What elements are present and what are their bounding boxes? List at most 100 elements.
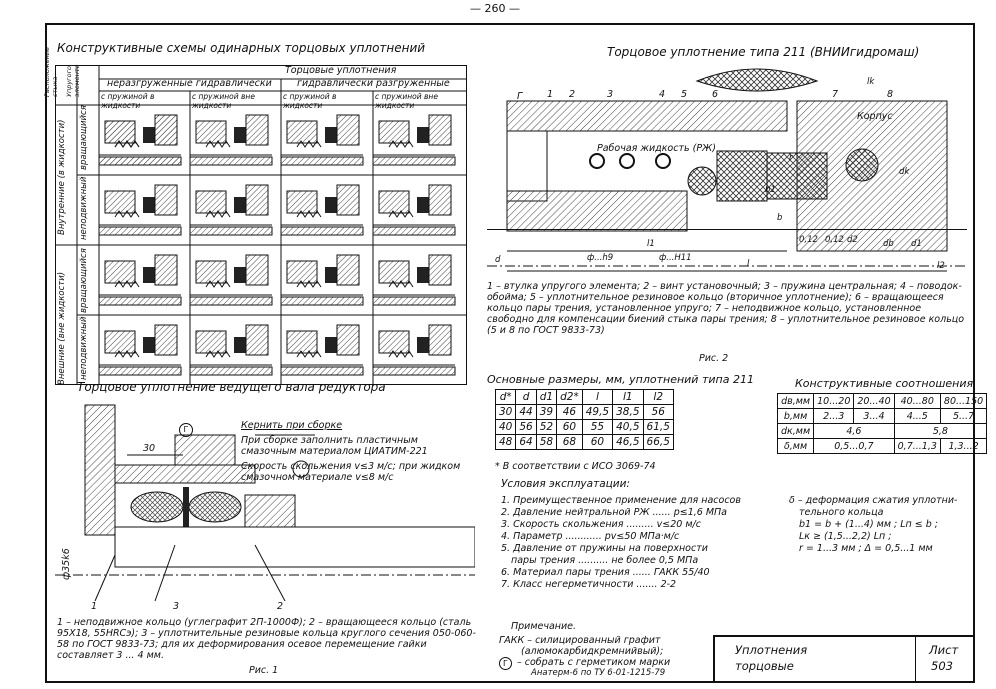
list-item: r = 1...3 мм ; Δ = 0,5...1 мм — [799, 543, 933, 554]
dims-cell: 61,5 — [642, 419, 674, 435]
seal211-dim-b1: b1 — [765, 185, 776, 195]
gearbox-dim-30: 30 — [143, 443, 156, 454]
schemes-grid — [55, 65, 467, 385]
group-balanced: гидравлически разгруженные — [297, 78, 450, 89]
conditions-title: Условия эксплуатации: — [501, 478, 630, 490]
seal211-dim-012a: 0,12 — [799, 235, 818, 245]
seal211-dim-h9: ф...h9 — [587, 253, 614, 263]
list-item: 1. Преимущественное применение для насос… — [501, 495, 741, 506]
seal211-dim-d1: d1 — [911, 239, 922, 249]
notes-mark: Г — [499, 657, 512, 670]
row-group-inner: Внутренние (в жидкости) — [57, 119, 67, 235]
ratios-cell: 10...20 — [813, 393, 855, 409]
list-item: тельного кольца — [799, 507, 884, 518]
gearbox-legend: 1 – неподвижное кольцо (углеграфит 2П-10… — [57, 617, 476, 661]
seal211-title: Торцовое уплотнение типа 211 (ВНИИгидром… — [607, 45, 920, 59]
ratios-cell: δ,мм — [776, 438, 815, 454]
seal211-body: Корпус — [857, 111, 893, 122]
dims-cell: 60 — [556, 419, 583, 435]
list-item: 3. Скорость скольжения ......... v≤20 м/… — [501, 519, 701, 530]
seal211-label-4: 4 — [659, 89, 666, 100]
dims-title: Основные размеры, мм, уплотнений типа 21… — [487, 373, 754, 386]
seal211-dim-l: l — [747, 259, 750, 269]
dims-cell: 39 — [535, 404, 558, 420]
group-unbalanced: неразгруженные гидравлически — [107, 78, 272, 89]
dims-header: l2 — [642, 389, 674, 405]
dims-cell: 64 — [515, 434, 537, 450]
conditions-list: 1. Преимущественное применение для насос… — [501, 495, 741, 591]
dims-cell: 58 — [535, 434, 558, 450]
notes-title: Примечание. — [511, 621, 577, 632]
dims-cell: 56 — [642, 404, 674, 420]
ratios-cell: dк,мм — [776, 423, 815, 439]
col-spring-in-2: с пружиной в жидкости — [283, 92, 337, 110]
seal211-dim-d2: d2 — [847, 235, 858, 245]
col-spring-in-1: с пружиной в жидкости — [101, 92, 155, 110]
notes-line4: Анатерм-6 по ТУ 6-01-1215-79 — [531, 668, 666, 678]
page-number: — 260 — — [470, 2, 520, 15]
seal211-drawing — [487, 68, 967, 272]
dims-footnote: * В соответствии с ИСО 3069-74 — [495, 461, 656, 472]
seal211-dim-b: b — [777, 213, 783, 223]
gearbox-dim-shaft: ф35k6 — [61, 548, 72, 580]
ratios-cell: 4...5 — [893, 408, 941, 424]
ratios-title: Конструктивные соотношения — [795, 377, 974, 390]
ratios-cell: 20...40 — [853, 393, 895, 409]
row-group-outer: Внешние (вне жидкости) — [57, 271, 67, 385]
dims-table: d* d d1 d2* l l1 l2 30 44 39 46 49,5 38,… — [494, 389, 674, 450]
ratios-cell: 80...150 — [939, 393, 988, 409]
seal211-label-6: 6 — [712, 89, 719, 100]
dims-cell: 55 — [581, 419, 614, 435]
dims-cell: 40 — [494, 419, 517, 435]
seal211-legend: 1 – втулка упругого элемента; 2 – винт у… — [487, 281, 965, 336]
list-item: 6. Материал пары трения ...... ГАКК 55/4… — [501, 567, 710, 578]
seal211-fig: Рис. 2 — [699, 353, 729, 364]
deformation-notes: δ – деформация сжатия уплотни- тельного … — [789, 495, 957, 555]
corner-label: Расположение стыка — [43, 46, 59, 97]
row-fixed-1: неподвижный — [79, 176, 89, 240]
dims-cell: 68 — [556, 434, 583, 450]
gearbox-fig: Рис. 1 — [249, 665, 279, 676]
list-item: пары трения .......... не более 0,5 МПа — [511, 555, 699, 566]
gearbox-label-3: 3 — [173, 601, 180, 612]
dims-cell: 40,5 — [612, 419, 644, 435]
list-item: Lк ≥ (1,5...2,2) Lп ; — [799, 531, 892, 542]
dims-cell: 49,5 — [581, 404, 614, 420]
dims-header: d1 — [535, 389, 558, 405]
dims-header: d — [515, 389, 537, 405]
ratios-cell: 0,5...0,7 — [813, 438, 895, 454]
dims-cell: 30 — [494, 404, 517, 420]
dims-cell: 56 — [515, 419, 537, 435]
dims-header: d* — [494, 389, 517, 405]
seal211-label-2: 2 — [569, 89, 576, 100]
stamp-name-1: Уплотнения — [735, 643, 808, 657]
gearbox-drawing — [55, 404, 475, 602]
seal211-dim-012b: 0,12 — [825, 235, 844, 245]
ratios-cell: 5...7 — [939, 408, 988, 424]
ratios-cell: 1,3...2 — [939, 438, 988, 454]
corner-label-2: Упругого элемента — [65, 64, 81, 97]
ratios-cell: 4,6 — [813, 423, 895, 439]
gearbox-label-1: 1 — [91, 601, 98, 612]
seal211-dim-d: d — [495, 255, 501, 265]
seal211-label-1: 1 — [547, 89, 554, 100]
ratios-cell: 40...80 — [893, 393, 941, 409]
dims-cell: 66,5 — [642, 434, 674, 450]
stamp-sheet-no: 503 — [931, 659, 953, 673]
scheme-sketches — [99, 114, 456, 376]
seal211-dim-dk: dk — [899, 167, 910, 177]
schemes-header-top: Торцовые уплотнения — [285, 65, 397, 76]
gearbox-note-core: Кернить при сборке — [241, 420, 343, 431]
row-fixed-2: неподвижный — [79, 316, 89, 380]
seal211-dim-l2: l2 — [937, 261, 945, 271]
dims-cell: 46,5 — [612, 434, 644, 450]
table-row: dв,мм 10...20 20...40 40...80 80...150 — [776, 393, 988, 409]
seal211-label-8: 8 — [887, 89, 894, 100]
schemes-title: Конструктивные схемы одинарных торцовых … — [57, 41, 426, 55]
col-spring-out-1: с пружиной вне жидкости — [192, 92, 255, 110]
ratios-cell: b,мм — [776, 408, 815, 424]
seal211-label-5: 5 — [681, 89, 688, 100]
table-row: 30 44 39 46 49,5 38,5 56 — [494, 404, 674, 420]
dims-cell: 52 — [535, 419, 558, 435]
seal211-dim-lk: lk — [867, 77, 875, 87]
